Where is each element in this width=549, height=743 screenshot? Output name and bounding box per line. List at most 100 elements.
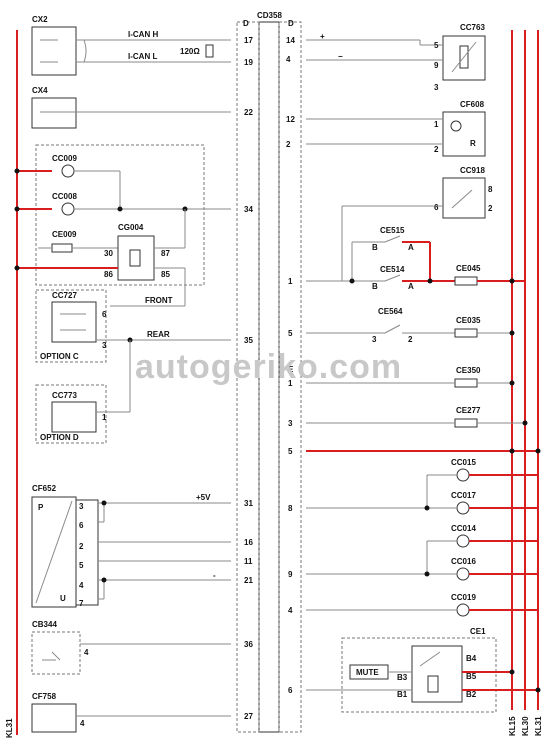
cf608-r: R bbox=[470, 139, 476, 148]
option-d-label: OPTION D bbox=[40, 433, 79, 442]
cc763-pin9: 9 bbox=[434, 61, 439, 70]
ce035-name: CE035 bbox=[456, 316, 481, 325]
pin-21: 21 bbox=[244, 576, 253, 585]
pin-2-upper: 2 bbox=[286, 140, 291, 149]
cc727-pin3: 3 bbox=[102, 341, 107, 350]
pin-35: 35 bbox=[244, 336, 253, 345]
cf652-pin7: 7 bbox=[79, 599, 84, 608]
cc017-lamp bbox=[456, 501, 470, 515]
ce1-module bbox=[411, 645, 463, 703]
cf608-pin1: 1 bbox=[434, 120, 439, 129]
ce1-b2: B2 bbox=[466, 690, 477, 699]
pin-36: 36 bbox=[244, 640, 253, 649]
cf652-pin2: 2 bbox=[79, 542, 84, 551]
cc015-lamp bbox=[456, 468, 470, 482]
cc763-pin5: 5 bbox=[434, 41, 439, 50]
cf608-pin2: 2 bbox=[434, 145, 439, 154]
rear-label: REAR bbox=[147, 330, 170, 339]
ce277-fuse bbox=[454, 418, 478, 428]
cf652-pin3: 3 bbox=[79, 502, 84, 511]
cc773-box bbox=[51, 401, 97, 433]
ce277-name: CE277 bbox=[456, 406, 481, 415]
cf652-pin6: 6 bbox=[79, 521, 84, 530]
cc008-lamp bbox=[61, 202, 75, 216]
ce564-name: CE564 bbox=[378, 307, 403, 316]
right-section-lower-label: E bbox=[288, 365, 294, 374]
cc773-name: CC773 bbox=[52, 391, 77, 400]
cc014-lamp bbox=[456, 534, 470, 548]
resistor-value: 120Ω bbox=[180, 47, 200, 56]
pin-e9: 9 bbox=[288, 570, 293, 579]
cx2-name: CX2 bbox=[32, 15, 48, 24]
ce515-name: CE515 bbox=[380, 226, 405, 235]
center-left-dashed-frame bbox=[236, 21, 260, 733]
ce564-pin3: 3 bbox=[372, 335, 377, 344]
cf652-name: CF652 bbox=[32, 484, 57, 493]
cc763-plus: + bbox=[320, 32, 325, 41]
cc918-box bbox=[442, 177, 486, 219]
cf758-box bbox=[31, 703, 77, 733]
pin-e3: 3 bbox=[288, 419, 293, 428]
pin-16: 16 bbox=[244, 538, 253, 547]
pin-17: 17 bbox=[244, 36, 253, 45]
ce045-fuse bbox=[454, 276, 478, 286]
ican-h-label: I-CAN H bbox=[128, 30, 158, 39]
ce514-b: B bbox=[372, 282, 378, 291]
pin-27: 27 bbox=[244, 712, 253, 721]
cc773-dashed-frame bbox=[35, 384, 107, 444]
ce009-fuse bbox=[51, 243, 73, 253]
cg004-pin87: 87 bbox=[161, 249, 170, 258]
ce035-fuse bbox=[454, 328, 478, 338]
plus5v-label: +5V bbox=[196, 493, 211, 502]
ce564-pin2: 2 bbox=[408, 335, 413, 344]
cx2-box bbox=[31, 26, 77, 76]
pin-4-upper: 4 bbox=[286, 55, 291, 64]
cb344-dashed-box bbox=[31, 631, 81, 675]
left-rail-label: KL31 bbox=[5, 718, 14, 738]
cf652-pin4: 4 bbox=[79, 581, 84, 590]
ce1-name: CE1 bbox=[470, 627, 486, 636]
cc014-name: CC014 bbox=[451, 524, 476, 533]
cf758-name: CF758 bbox=[32, 692, 57, 701]
ce515-b: B bbox=[372, 243, 378, 252]
ce1-b5: B5 bbox=[466, 672, 477, 681]
minus-label: - bbox=[213, 571, 216, 580]
cc727-name: CC727 bbox=[52, 291, 77, 300]
pin-14: 14 bbox=[286, 36, 295, 45]
cc019-name: CC019 bbox=[451, 593, 476, 602]
pin-22: 22 bbox=[244, 108, 253, 117]
termination-resistor bbox=[205, 44, 214, 58]
pin-e1-upper: 1 bbox=[288, 277, 293, 286]
center-connector-name: CD358 bbox=[257, 11, 282, 20]
ce1-b1: B1 bbox=[397, 690, 408, 699]
cc763-name: CC763 bbox=[460, 23, 485, 32]
pin-e6: 6 bbox=[288, 686, 293, 695]
right-section-label: D bbox=[288, 19, 294, 28]
pin-e5: 5 bbox=[288, 447, 293, 456]
cc727-box bbox=[51, 301, 97, 343]
cf758-pin4: 4 bbox=[80, 719, 85, 728]
kl30-label: KL30 bbox=[521, 716, 530, 736]
watermark: autogeriko.com bbox=[135, 348, 402, 386]
cc019-lamp bbox=[456, 603, 470, 617]
cg004-pin30: 30 bbox=[104, 249, 113, 258]
cc727-pin6: 6 bbox=[102, 310, 107, 319]
cf652-p: P bbox=[38, 503, 44, 512]
cc763-minus: − bbox=[338, 52, 343, 61]
cc727-dashed-frame bbox=[35, 289, 107, 363]
cb344-pin4: 4 bbox=[84, 648, 89, 657]
ce009-name: CE009 bbox=[52, 230, 77, 239]
pin-31: 31 bbox=[244, 499, 253, 508]
cc009-lamp bbox=[61, 164, 75, 178]
ce515-a: A bbox=[408, 243, 414, 252]
kl15-label: KL15 bbox=[508, 716, 517, 736]
cc918-pin6: 6 bbox=[434, 203, 439, 212]
pin-e8: 8 bbox=[288, 504, 293, 513]
cc016-name: CC016 bbox=[451, 557, 476, 566]
cc763-pin3: 3 bbox=[434, 83, 439, 92]
option-c-label: OPTION C bbox=[40, 352, 79, 361]
cc918-name: CC918 bbox=[460, 166, 485, 175]
cc016-lamp bbox=[456, 567, 470, 581]
ce1-b4: B4 bbox=[466, 654, 477, 663]
